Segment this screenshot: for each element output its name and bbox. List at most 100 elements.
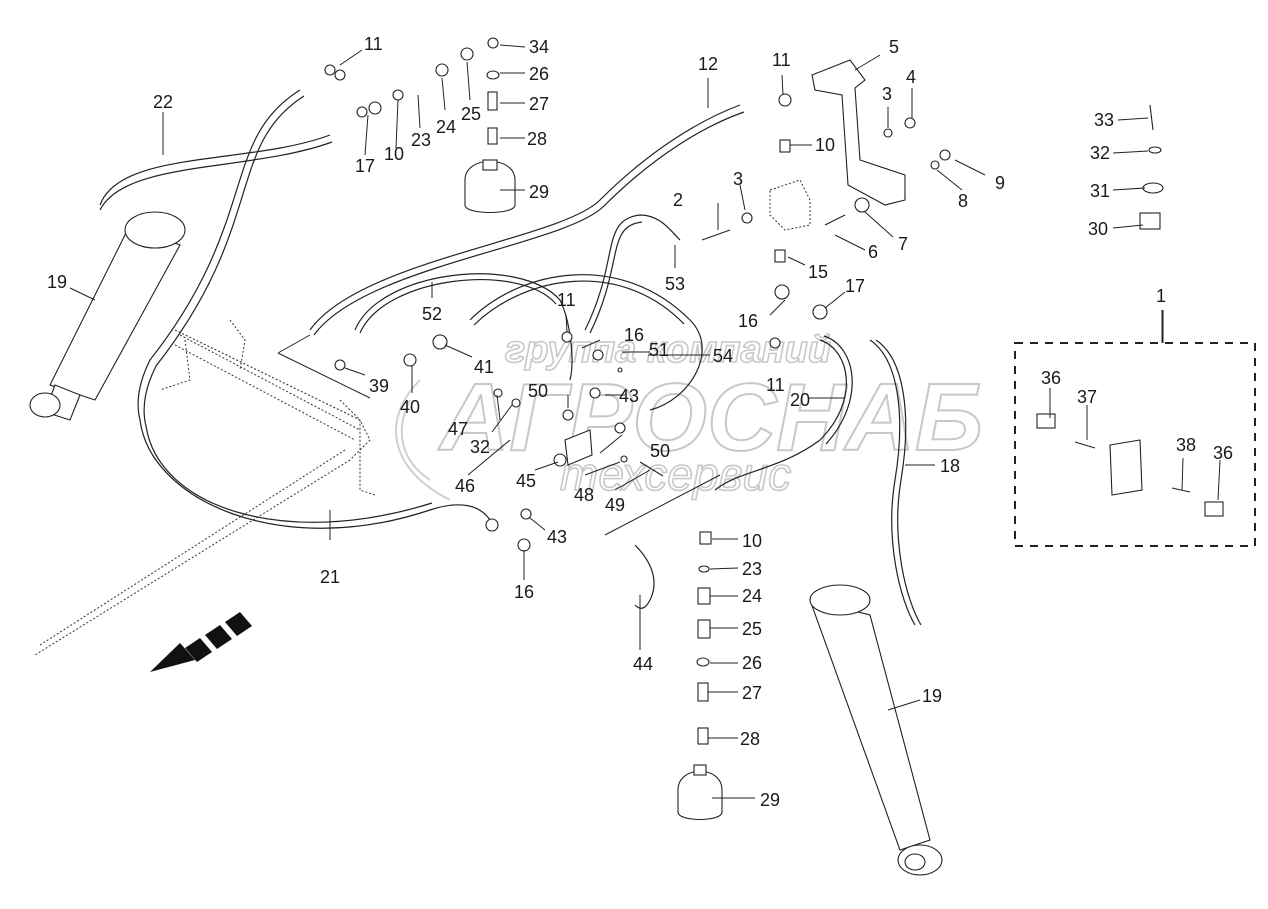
callout-50a: 50 <box>528 381 548 401</box>
callout-33: 33 <box>1094 110 1114 130</box>
frame-reference <box>34 319 376 656</box>
callout-47: 47 <box>448 419 468 439</box>
callout-49: 49 <box>605 495 625 515</box>
callout-20: 20 <box>790 390 810 410</box>
callout-26a: 26 <box>529 64 549 84</box>
watermark-line3: техсервис <box>560 448 791 500</box>
travel-direction-arrow <box>150 612 252 672</box>
callout-4: 4 <box>906 67 916 87</box>
callout-53: 53 <box>665 274 685 294</box>
callout-10a: 10 <box>384 144 404 164</box>
watermark-line1: группа компаний <box>505 329 831 371</box>
cylinder-19-right <box>809 584 943 876</box>
pipe-44 <box>634 544 655 609</box>
callout-29a: 29 <box>529 182 549 202</box>
callout-30: 30 <box>1088 219 1108 239</box>
callout-24a: 24 <box>436 117 456 137</box>
callout-48: 48 <box>574 485 594 505</box>
callout-37: 37 <box>1077 387 1097 407</box>
callout-46: 46 <box>455 476 475 496</box>
hoses <box>99 89 922 626</box>
callout-41: 41 <box>474 357 494 377</box>
callout-5: 5 <box>889 37 899 57</box>
callout-52: 52 <box>422 304 442 324</box>
callout-28b: 28 <box>740 729 760 749</box>
callout-17b: 17 <box>845 276 865 296</box>
callout-1: 1 <box>1156 286 1166 306</box>
callout-27b: 27 <box>742 683 762 703</box>
callout-16c: 16 <box>514 582 534 602</box>
callout-43a: 43 <box>619 386 639 406</box>
hose-12 <box>309 104 741 331</box>
bracket-5 <box>811 59 906 206</box>
hose-53 <box>584 214 681 331</box>
callout-22: 22 <box>153 92 173 112</box>
callout-10c: 10 <box>742 531 762 551</box>
callout-15: 15 <box>808 262 828 282</box>
hose-52 <box>354 273 573 381</box>
callout-10b: 10 <box>815 135 835 155</box>
callout-12: 12 <box>698 54 718 74</box>
kit-1-frame <box>1014 310 1256 547</box>
accumulator-29-top <box>464 159 516 213</box>
callout-44: 44 <box>633 654 653 674</box>
callout-16b: 16 <box>624 325 644 345</box>
callout-51: 51 <box>649 340 669 360</box>
callout-28a: 28 <box>527 129 547 149</box>
callout-9: 9 <box>995 173 1005 193</box>
callout-26b: 26 <box>742 653 762 673</box>
watermark-line2: АГРОСНАБ <box>438 364 983 471</box>
callout-25b: 25 <box>742 619 762 639</box>
callout-29b: 29 <box>760 790 780 810</box>
callout-36b: 36 <box>1213 443 1233 463</box>
valve-block <box>1109 439 1143 496</box>
callout-21: 21 <box>320 567 340 587</box>
callout-38: 38 <box>1176 435 1196 455</box>
callout-32b: 32 <box>470 437 490 457</box>
cylinder-19-left <box>29 211 186 421</box>
callout-11b: 11 <box>772 50 791 70</box>
callout-19b: 19 <box>922 686 942 706</box>
hose-20 <box>714 339 847 491</box>
callout-32a: 32 <box>1090 143 1110 163</box>
watermark: группа компаний АГРОСНАБ техсервис <box>395 328 984 501</box>
callout-27a: 27 <box>529 94 549 114</box>
callout-8: 8 <box>958 191 968 211</box>
callout-50b: 50 <box>650 441 670 461</box>
callout-40: 40 <box>400 397 420 417</box>
callout-11a: 11 <box>364 34 383 54</box>
callout-3b: 3 <box>882 84 892 104</box>
callout-11d: 11 <box>766 375 785 395</box>
callout-36a: 36 <box>1041 368 1061 388</box>
hose-22 <box>99 134 331 206</box>
callout-labels: 1 2 3 3 4 5 6 7 8 9 10 10 10 11 11 11 11… <box>47 34 1233 810</box>
callout-6: 6 <box>868 242 878 262</box>
callout-24b: 24 <box>742 586 762 606</box>
callout-23b: 23 <box>742 559 762 579</box>
callout-25a: 25 <box>461 104 481 124</box>
hose-22b <box>137 89 301 421</box>
callout-11c: 11 <box>557 290 576 310</box>
callout-2: 2 <box>673 190 683 210</box>
callout-23a: 23 <box>411 130 431 150</box>
callout-19a: 19 <box>47 272 67 292</box>
watermark-laurel-icon <box>395 379 451 501</box>
accumulator-29-bottom <box>677 764 723 821</box>
hose-54 <box>469 274 703 411</box>
valve-block-reference <box>769 179 811 231</box>
hose-18 <box>869 339 916 626</box>
leader-lines <box>69 44 1221 799</box>
callout-7: 7 <box>898 234 908 254</box>
callout-54: 54 <box>713 346 733 366</box>
hose-21 <box>139 419 491 529</box>
callout-39: 39 <box>369 376 389 396</box>
callout-16a: 16 <box>738 311 758 331</box>
callout-45: 45 <box>516 471 536 491</box>
callout-34: 34 <box>529 37 549 57</box>
callout-18: 18 <box>940 456 960 476</box>
callout-31: 31 <box>1090 181 1110 201</box>
callout-3a: 3 <box>733 169 743 189</box>
callout-17a: 17 <box>355 156 375 176</box>
